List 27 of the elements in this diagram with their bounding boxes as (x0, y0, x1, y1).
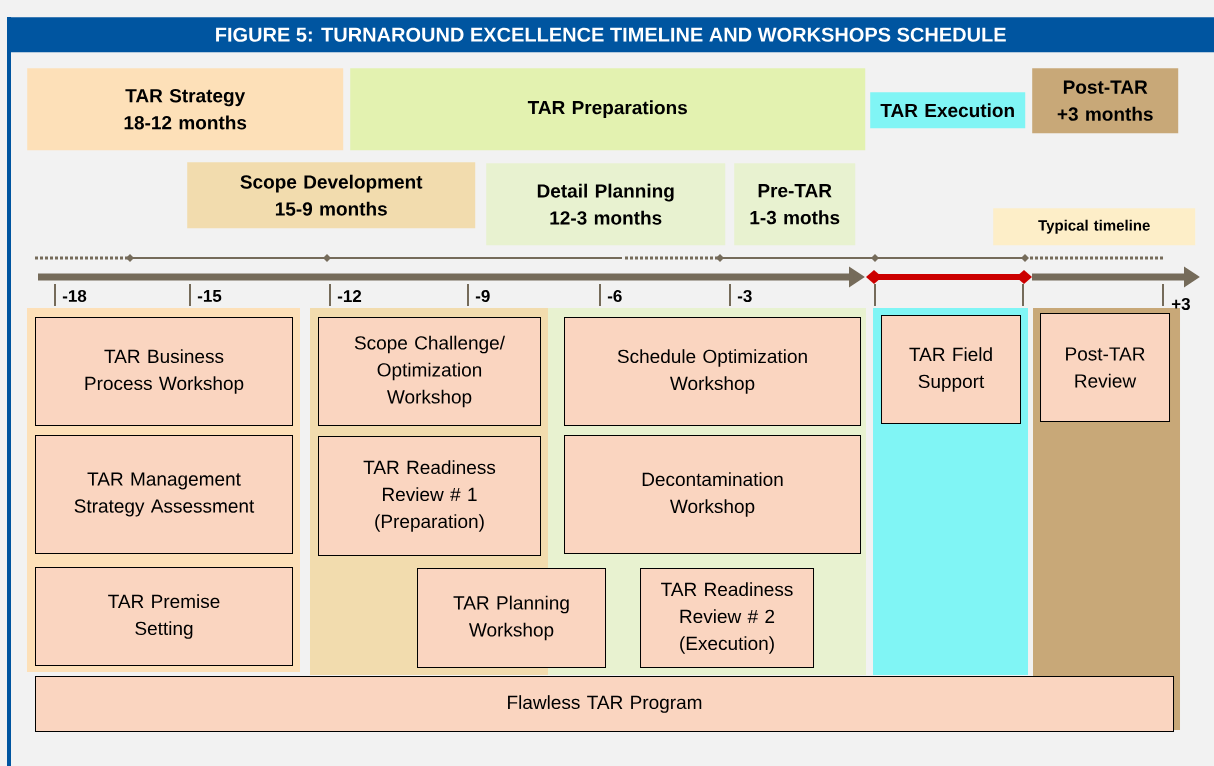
phase-box: Pre-TAR 1-3 moths (734, 163, 856, 246)
phase-box: Post-TAR +3 months (1032, 68, 1179, 134)
phase-box: Scope Development 15-9 months (187, 162, 476, 229)
phase-box: Detail Planning 12-3 months (486, 163, 726, 246)
workshop-box: Decontamination Workshop (564, 435, 861, 554)
legend-box: Typical timeline (993, 208, 1196, 246)
workshop-box: TAR Planning Workshop (417, 568, 606, 668)
workshop-box: Post-TAR Review (1040, 313, 1170, 422)
workshop-box: TAR Readiness Review # 2 (Execution) (640, 568, 814, 668)
phase-box: TAR Execution (870, 92, 1026, 129)
tick-label: -6 (607, 290, 622, 303)
tick-label: -3 (737, 289, 752, 303)
workshop-box: Schedule Optimization Workshop (564, 317, 861, 426)
tick-label: -9 (475, 290, 490, 303)
tick-label: -15 (197, 290, 222, 302)
workshop-box: Scope Challenge/ Optimization Workshop (318, 317, 541, 426)
workshop-box: TAR Readiness Review # 1 (Preparation) (318, 436, 541, 556)
workshop-box: TAR Premise Setting (35, 567, 293, 666)
tick-label: -12 (337, 290, 362, 302)
phase-box: TAR Strategy 18-12 months (27, 68, 344, 151)
tick-label: -18 (62, 290, 87, 303)
phase-box: TAR Preparations (350, 68, 866, 151)
workshop-box: TAR Business Process Workshop (35, 317, 293, 426)
workshop-box: TAR Management Strategy Assessment (35, 435, 293, 554)
tick-label: +3 (1171, 297, 1190, 311)
workshop-box: TAR Field Support (881, 315, 1021, 424)
workshop-box: Flawless TAR Program (35, 676, 1174, 732)
